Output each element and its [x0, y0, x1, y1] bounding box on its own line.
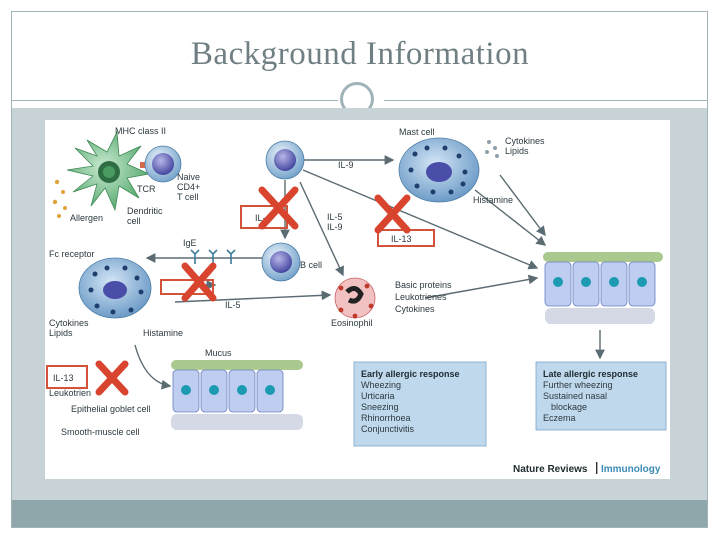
label-leukotrienes-partial: Leukotrien: [49, 388, 91, 398]
label-epithelial-goblet-cell: Epithelial goblet cell: [71, 404, 151, 414]
label-lipids-top: Lipids: [505, 146, 529, 156]
late-response-item: Sustained nasal: [543, 391, 607, 401]
credit-subject: Immunology: [601, 464, 661, 475]
slide-frame: [11, 11, 708, 528]
early-response-title: Early allergic response: [361, 369, 460, 379]
naive-t-cell-icon: [144, 145, 182, 183]
allergic-response-figure: MHC class II TCR Allergen Dendritic cell…: [45, 120, 670, 479]
cross-mark-icon: [258, 186, 299, 230]
pathway-arrows: [134, 155, 605, 390]
label-cd4: CD4+: [177, 182, 200, 192]
b-cell-icon: [261, 242, 301, 282]
label-fc-receptor: Fc receptor: [49, 249, 95, 259]
late-response-item: blockage: [551, 402, 587, 412]
dendritic-cell-icon: [66, 130, 156, 212]
label-smooth-muscle-cell: Smooth-muscle cell: [61, 427, 140, 437]
early-response-item: Conjunctivitis: [361, 424, 415, 434]
early-response-item: Sneezing: [361, 402, 399, 412]
label-il9: IL-9: [338, 160, 354, 170]
late-response-item: Eczema: [543, 413, 576, 423]
label-mhc-class-ii: MHC class II: [115, 126, 166, 136]
label-t-cell: T cell: [177, 192, 198, 202]
th2-cell-icon: [265, 140, 305, 180]
il13-highlight-box-left: [46, 365, 88, 389]
early-response-item: Urticaria: [361, 391, 395, 401]
early-response-item: Wheezing: [361, 380, 401, 390]
label-il13-left: IL-13: [53, 373, 74, 383]
label-allergen: Allergen: [70, 213, 103, 223]
mast-cell-icon: [78, 257, 152, 319]
ige-antibodies: [190, 249, 236, 264]
label-mast-cell: Mast cell: [399, 127, 435, 137]
label-cytokines-top: Cytokines: [505, 136, 545, 146]
epithelium-icon: [543, 252, 663, 324]
allergen-dots: [52, 179, 67, 218]
slide-title: Background Information: [190, 36, 530, 72]
label-dendritic-cell-2: cell: [127, 216, 141, 226]
credit-divider: [596, 462, 598, 474]
cross-mark-icon: [181, 262, 217, 302]
mast-cell-icon: [398, 137, 480, 203]
label-ige: IgE: [183, 238, 197, 248]
label-il9-b: IL-9: [327, 222, 343, 232]
cross-mark-icon: [95, 360, 129, 396]
label-cytokines-mid: Cytokines: [395, 304, 435, 314]
label-il5: IL-5: [327, 212, 343, 222]
label-histamine-left: Histamine: [143, 328, 183, 338]
label-dendritic-cell: Dendritic: [127, 206, 163, 216]
label-histamine-top: Histamine: [473, 195, 513, 205]
label-eosinophil: Eosinophil: [331, 318, 373, 328]
label-basic-proteins: Basic proteins: [395, 280, 452, 290]
cross-mark-icon: [374, 194, 411, 234]
early-response-item: Rhinorrhoea: [361, 413, 411, 423]
label-leukotrienes: Leukotrienes: [395, 292, 447, 302]
label-il4: IL-4: [255, 213, 271, 223]
title-divider-left: [12, 100, 338, 101]
footer-band: [12, 500, 707, 527]
label-cytokines-left: Cytokines: [49, 318, 89, 328]
label-mucus: Mucus: [205, 348, 232, 358]
goblet-epithelium-icon: [171, 360, 303, 430]
label-il13-mid: IL-13: [391, 234, 412, 244]
title-divider-right: [384, 100, 707, 101]
eosinophil-icon: [334, 277, 376, 319]
credit-journal: Nature Reviews: [513, 464, 588, 475]
late-response-panel: Late allergic response Further wheezing …: [535, 361, 667, 431]
late-response-title: Late allergic response: [543, 369, 638, 379]
label-il5-left: IL-5: [225, 300, 241, 310]
early-response-panel: Early allergic response Wheezing Urticar…: [353, 361, 487, 447]
label-lipids-left: Lipids: [49, 328, 73, 338]
late-response-item: Further wheezing: [543, 380, 613, 390]
label-b-cell: B cell: [300, 260, 322, 270]
label-naive: Naive: [177, 172, 200, 182]
label-tcr: TCR: [137, 184, 156, 194]
